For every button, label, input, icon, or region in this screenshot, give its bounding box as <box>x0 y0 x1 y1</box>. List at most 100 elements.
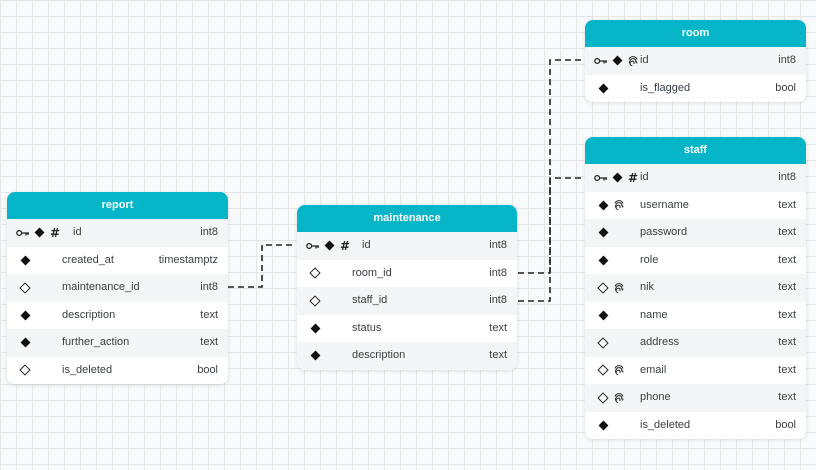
table-header[interactable]: report <box>7 192 228 219</box>
field-name: room_id <box>352 266 392 279</box>
field-type: text <box>778 226 796 238</box>
field-row-created-at[interactable]: created_at timestamptz <box>7 246 228 275</box>
field-row-maintenance-id[interactable]: maintenance_id int8 <box>7 274 228 302</box>
fingerprint-icon <box>611 274 627 302</box>
field-type: text <box>778 363 796 376</box>
field-name: address <box>640 336 680 348</box>
field-type: int8 <box>489 266 507 279</box>
field-type: int8 <box>489 239 507 251</box>
field-name: status <box>352 321 382 334</box>
filled-diamond-icon <box>597 412 609 440</box>
hash-icon: # <box>339 238 351 253</box>
field-name: further_action <box>62 336 130 348</box>
empty-diamond-icon <box>597 384 609 412</box>
field-name: maintenance_id <box>62 281 140 293</box>
field-row-address[interactable]: address text <box>585 329 806 357</box>
field-row-phone[interactable]: phone text <box>585 384 806 412</box>
field-row-id[interactable]: # id int8 <box>297 232 517 260</box>
field-row-is-deleted[interactable]: is_deleted bool <box>7 356 228 385</box>
field-row-username[interactable]: username text <box>585 191 806 220</box>
fingerprint-icon <box>611 357 627 385</box>
table-staff[interactable]: staff # id int8 username text password t… <box>585 137 806 439</box>
field-row-is-flagged[interactable]: is_flagged bool <box>585 74 806 103</box>
field-name: staff_id <box>352 294 388 306</box>
field-name: phone <box>640 391 671 403</box>
field-name: is_deleted <box>640 418 691 431</box>
field-type: text <box>200 336 218 348</box>
table-header[interactable]: staff <box>585 137 806 164</box>
field-type: text <box>200 308 218 321</box>
field-name: is_deleted <box>62 363 113 376</box>
field-name: is_flagged <box>640 81 691 94</box>
table-report[interactable]: report # id int8 created_at timestamptz … <box>7 192 228 384</box>
field-row-staff-id[interactable]: staff_id int8 <box>297 287 517 315</box>
field-row-id[interactable]: id int8 <box>585 47 806 75</box>
fingerprint-icon <box>611 192 627 220</box>
table-room[interactable]: room id int8 is_flagged bool <box>585 20 806 102</box>
field-row-status[interactable]: status text <box>297 314 517 342</box>
field-row-further-action[interactable]: further_action text <box>7 329 228 357</box>
field-name: nik <box>640 281 655 293</box>
field-row-id[interactable]: # id int8 <box>7 219 228 247</box>
field-row-description[interactable]: description text <box>7 301 228 330</box>
field-type: int8 <box>489 294 507 306</box>
field-row-description[interactable]: description text <box>297 342 517 370</box>
table-header[interactable]: room <box>585 20 806 47</box>
field-name: description <box>62 308 116 321</box>
filled-diamond-icon <box>597 219 609 247</box>
filled-diamond-icon <box>597 302 609 330</box>
fingerprint-icon <box>625 47 641 75</box>
key-icon <box>305 232 321 260</box>
connector-maintenance-staff <box>518 177 584 302</box>
field-type: text <box>778 281 796 293</box>
empty-diamond-icon <box>597 274 609 302</box>
filled-diamond-icon <box>323 232 335 260</box>
filled-diamond-icon <box>19 247 31 275</box>
table-maintenance[interactable]: maintenance # id int8 room_id int8 staff… <box>297 205 517 370</box>
field-type: timestamptz <box>158 253 218 266</box>
filled-diamond-icon <box>597 75 609 103</box>
filled-diamond-icon <box>33 219 45 247</box>
field-row-id[interactable]: # id int8 <box>585 164 806 192</box>
key-icon <box>593 164 609 192</box>
field-name: id <box>640 171 649 183</box>
filled-diamond-icon <box>597 247 609 275</box>
field-type: bool <box>775 418 796 431</box>
field-type: int8 <box>778 171 796 183</box>
empty-diamond-icon <box>19 357 31 385</box>
field-row-name[interactable]: name text <box>585 301 806 330</box>
field-name: password <box>640 226 688 238</box>
filled-diamond-icon <box>597 192 609 220</box>
field-row-password[interactable]: password text <box>585 219 806 247</box>
field-row-room-id[interactable]: room_id int8 <box>297 259 517 287</box>
field-name: username <box>640 198 689 211</box>
field-name: name <box>640 308 668 321</box>
empty-diamond-icon <box>309 287 321 315</box>
field-row-email[interactable]: email text <box>585 356 806 385</box>
field-type: int8 <box>200 226 218 238</box>
field-name: description <box>352 349 406 361</box>
field-type: text <box>778 336 796 348</box>
field-name: id <box>640 54 649 66</box>
table-header[interactable]: maintenance <box>297 205 517 232</box>
field-type: text <box>778 308 796 321</box>
field-row-is-deleted[interactable]: is_deleted bool <box>585 411 806 440</box>
empty-diamond-icon <box>597 357 609 385</box>
field-type: int8 <box>778 54 796 66</box>
field-type: text <box>778 198 796 211</box>
field-type: text <box>778 391 796 403</box>
field-name: email <box>640 363 667 376</box>
field-type: int8 <box>200 281 218 293</box>
filled-diamond-icon <box>19 329 31 357</box>
key-icon <box>15 219 31 247</box>
empty-diamond-icon <box>19 274 31 302</box>
field-type: text <box>489 321 507 334</box>
hash-icon: # <box>49 225 61 240</box>
field-row-role[interactable]: role text <box>585 246 806 275</box>
field-row-nik[interactable]: nik text <box>585 274 806 302</box>
connector-maintenance-room <box>518 59 584 274</box>
field-name: role <box>640 253 659 266</box>
field-name: created_at <box>62 253 114 266</box>
field-type: bool <box>775 81 796 94</box>
filled-diamond-icon <box>19 302 31 330</box>
